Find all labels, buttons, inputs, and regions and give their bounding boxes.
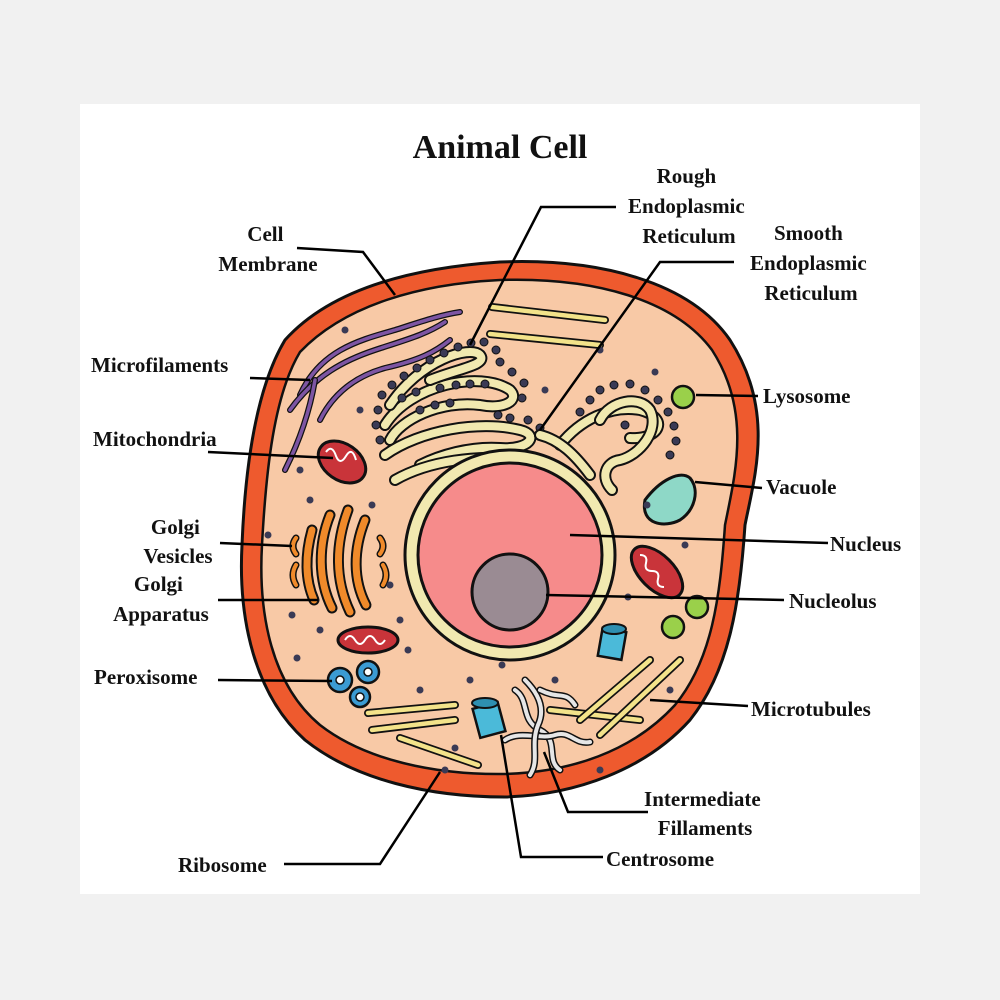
mitochondria xyxy=(316,439,685,655)
leader-lines xyxy=(207,205,829,866)
label-intermediate-filaments-line-2: Fillaments xyxy=(658,816,753,840)
label-centrosome: Centrosome xyxy=(606,847,714,871)
label-golgi-apparatus-line-2: Apparatus xyxy=(113,602,209,626)
microfilaments xyxy=(282,309,463,473)
label-microfilaments: Microfilaments xyxy=(91,353,228,377)
label-rough-er-line-3: Reticulum xyxy=(642,224,736,248)
vacuole xyxy=(642,473,697,526)
label-nucleolus: Nucleolus xyxy=(789,589,877,613)
smooth-er-ribosomes xyxy=(575,379,681,460)
labels: Rough Endoplasmic Reticulum Smooth Endop… xyxy=(91,164,901,877)
label-cell-membrane-line-1: Cell xyxy=(247,222,283,246)
intermediate-filaments xyxy=(501,676,594,779)
label-lysosome: Lysosome xyxy=(763,384,851,408)
label-microtubules: Microtubules xyxy=(751,697,871,721)
label-rough-er: Rough Endoplasmic Reticulum xyxy=(628,164,750,248)
label-peroxisome: Peroxisome xyxy=(94,665,197,689)
label-vacuole: Vacuole xyxy=(766,475,836,499)
free-ribosomes xyxy=(264,326,689,774)
label-smooth-er: Smooth Endoplasmic Reticulum xyxy=(750,221,872,305)
nucleolus xyxy=(470,552,550,632)
label-smooth-er-line-2: Endoplasmic xyxy=(750,251,867,275)
label-rough-er-line-2: Endoplasmic xyxy=(628,194,745,218)
label-golgi-apparatus: Golgi Apparatus xyxy=(113,572,209,626)
label-mitochondria: Mitochondria xyxy=(93,427,217,451)
diagram-title: Animal Cell xyxy=(413,129,588,166)
label-ribosome: Ribosome xyxy=(178,853,267,877)
golgi-apparatus xyxy=(301,504,372,618)
label-golgi-apparatus-line-1: Golgi xyxy=(134,572,183,596)
lysosome xyxy=(660,384,710,640)
label-cell-membrane: Cell Membrane xyxy=(218,222,317,276)
label-intermediate-filaments: Intermediate Fillaments xyxy=(644,787,766,840)
smooth-endoplasmic-reticulum xyxy=(534,395,665,496)
microtubules xyxy=(364,303,684,769)
label-cell-membrane-line-2: Membrane xyxy=(218,252,317,276)
label-nucleus: Nucleus xyxy=(830,532,901,556)
label-golgi-vesicles-line-1: Golgi xyxy=(151,515,200,539)
label-golgi-vesicles-line-2: Vesicles xyxy=(143,544,212,568)
peroxisome xyxy=(326,659,381,709)
label-smooth-er-line-1: Smooth xyxy=(774,221,843,245)
golgi-vesicles xyxy=(289,534,390,589)
label-smooth-er-line-3: Reticulum xyxy=(764,281,858,305)
label-rough-er-line-1: Rough xyxy=(657,164,717,188)
label-golgi-vesicles: Golgi Vesicles xyxy=(143,515,212,568)
centrosome xyxy=(471,623,628,740)
label-intermediate-filaments-line-1: Intermediate xyxy=(644,787,761,811)
